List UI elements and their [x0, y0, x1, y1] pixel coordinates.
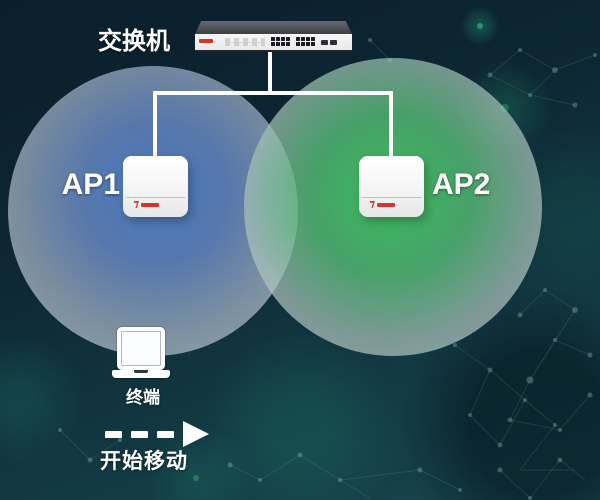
arrow-dash [105, 430, 122, 438]
topsec-logo-wordmark [141, 202, 159, 207]
topsec-logo [370, 201, 395, 208]
ap2-device [359, 156, 424, 217]
arrow-dash [157, 430, 174, 438]
ap1-divider [125, 196, 186, 198]
dashed-arrow-icon [105, 421, 209, 447]
topsec-logo-wordmark [377, 202, 395, 207]
ap1-link-line [153, 91, 157, 158]
switch-top-panel [195, 21, 352, 34]
switch-front-panel [195, 34, 352, 52]
laptop-screen [117, 327, 165, 370]
switch-uplink-line [268, 50, 272, 93]
rj45-port-group [271, 37, 290, 46]
switch-device [195, 21, 352, 52]
rj45-port-group [296, 37, 315, 46]
ap2-divider [361, 196, 422, 198]
topsec-logo-glyph [134, 201, 139, 208]
topsec-logo [134, 201, 159, 208]
uplink-port-group [321, 40, 337, 45]
ap2-label: AP2 [432, 168, 491, 201]
arrow-head [183, 421, 209, 447]
laptop-icon [112, 327, 170, 379]
ap1-device [123, 156, 188, 217]
switch-brand-logo [199, 39, 213, 43]
switch-ports [271, 37, 337, 46]
terminal-label: 终端 [126, 388, 160, 407]
trunk-line [153, 91, 393, 95]
laptop-notch [134, 370, 148, 373]
ap1-label: AP1 [61, 168, 120, 201]
ap2-link-line [389, 91, 393, 158]
switch-label: 交换机 [98, 28, 170, 55]
move-label: 开始移动 [100, 450, 188, 473]
switch-silkscreen [225, 38, 265, 46]
arrow-dash [131, 430, 148, 438]
laptop-base [112, 370, 170, 378]
topsec-logo-glyph [370, 201, 375, 208]
